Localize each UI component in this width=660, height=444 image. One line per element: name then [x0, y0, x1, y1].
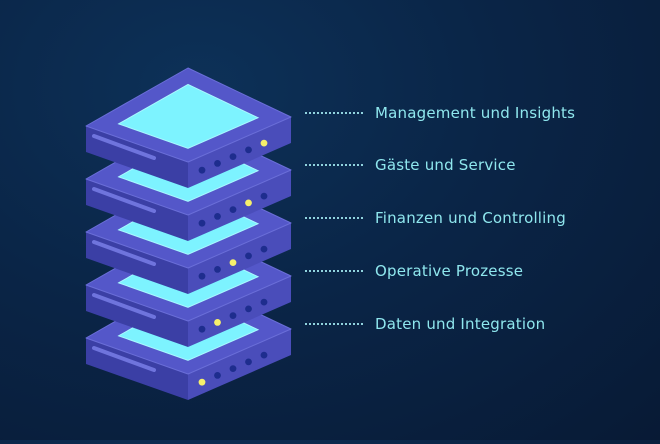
- status-light-icon: [214, 319, 221, 326]
- layer-label-data: Daten und Integration: [305, 314, 545, 334]
- layer-right-face: [188, 276, 291, 347]
- port-dot: [245, 305, 252, 313]
- layer-label-operations: Operative Prozesse: [305, 261, 523, 281]
- layer-title: Operative Prozesse: [375, 262, 524, 280]
- port-dot: [198, 219, 206, 227]
- layer-right-face: [188, 223, 291, 294]
- port-dot: [229, 365, 237, 373]
- layer-right-face: [188, 117, 291, 188]
- port-dot: [229, 312, 237, 320]
- status-light-icon: [245, 199, 252, 207]
- port-dot: [198, 325, 206, 333]
- layer-title: Management und Insights: [375, 104, 576, 122]
- port-dot: [214, 372, 221, 379]
- layer-right-face: [188, 170, 291, 241]
- port-dot: [198, 272, 206, 280]
- port-dot: [245, 146, 252, 154]
- dotted-connector: [305, 323, 363, 325]
- vent-slot: [92, 240, 156, 266]
- dotted-connector: [305, 112, 363, 114]
- port-dot: [214, 266, 221, 273]
- port-dot: [229, 153, 237, 161]
- port-dot: [260, 192, 268, 200]
- status-light-icon: [260, 139, 268, 147]
- vent-slot: [92, 293, 156, 319]
- layer-title: Finanzen und Controlling: [375, 209, 566, 227]
- layer-label-management: Management und Insights: [305, 103, 575, 123]
- port-dot: [214, 160, 221, 167]
- server-layer: [85, 67, 292, 188]
- status-light-icon: [198, 378, 206, 386]
- layer-label-finance: Finanzen und Controlling: [305, 208, 566, 228]
- port-dot: [260, 351, 268, 359]
- vent-slot: [92, 134, 156, 160]
- port-dot: [260, 245, 268, 253]
- layer-title: Daten und Integration: [375, 315, 546, 333]
- dotted-connector: [305, 217, 363, 219]
- status-light-icon: [229, 259, 237, 267]
- dotted-connector: [305, 270, 363, 272]
- port-dot: [229, 206, 237, 214]
- dotted-connector: [305, 164, 363, 166]
- port-dot: [214, 213, 221, 220]
- port-dot: [245, 358, 252, 366]
- port-dot: [198, 166, 206, 174]
- layer-right-face: [188, 329, 291, 400]
- port-dot: [245, 252, 252, 260]
- port-dot: [260, 298, 268, 306]
- layer-screen: [117, 83, 260, 149]
- layer-title: Gäste und Service: [375, 156, 516, 174]
- vent-slot: [92, 187, 156, 213]
- vent-slot: [92, 346, 156, 372]
- layer-label-guests: Gäste und Service: [305, 155, 516, 175]
